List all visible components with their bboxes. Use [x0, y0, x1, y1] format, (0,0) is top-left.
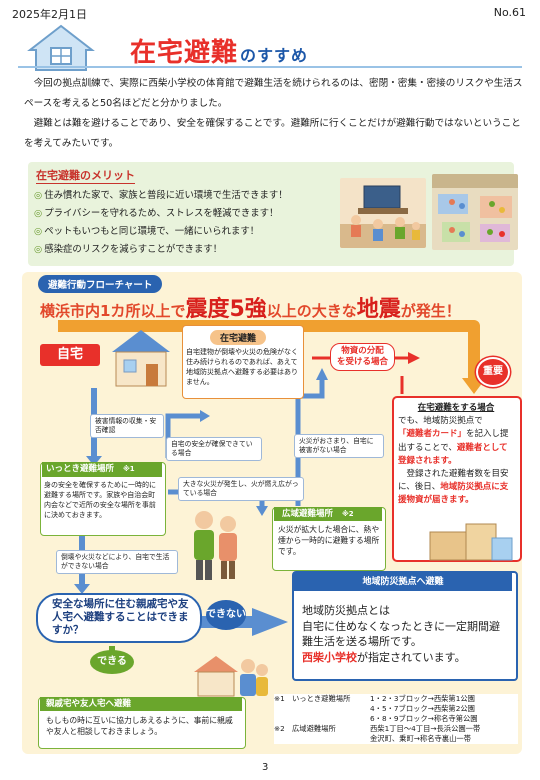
relative-home-title: 親戚宅や友人宅へ避難: [40, 697, 242, 711]
temporary-evacuation-text: 身の安全を確保するために一時的に避難する場所です。家族や自治会町内会などで近所の…: [44, 481, 156, 519]
home-label: 自宅: [40, 344, 100, 366]
supply-badge: 物資の分配を受ける場合: [330, 343, 396, 371]
intro-text: 今回の拠点訓練で、実際に西柴小学校の体育館で避難生活を続けられるのは、密閉・密集…: [24, 74, 524, 154]
disaster-base-title: 地域防災拠点へ避難: [294, 573, 512, 591]
family-living-room-illustration: [340, 178, 426, 248]
note-info-gathering: 被害情報の収集・安否確認: [90, 414, 164, 438]
merit-item: 住み慣れた家で、家族と普段に近い環境で生活できます！: [34, 187, 287, 205]
note-fire-subsided: 火災がおさまり、自宅に被害がない場合: [294, 434, 384, 458]
temporary-evacuation-title: いっとき避難場所 ※1: [42, 462, 162, 477]
relative-question-box: [36, 593, 202, 643]
answer-no-badge: できない: [206, 600, 246, 630]
stay-home-text: 自宅建物が倒壊や火災の危険がなく住み続けられるのであれば、あえて地域防災拠点へ避…: [186, 348, 298, 386]
relatives-house-illustration: [194, 656, 268, 697]
earthquake-headline: 横浜市内1カ所以上で震度5強以上の大きな地震が発生！: [40, 297, 461, 322]
merit-item: 感染症のリスクを減らすことができます！: [34, 241, 288, 259]
answer-yes-badge: できる: [90, 650, 134, 674]
page-number: 3: [262, 762, 269, 773]
merit-title: 在宅避難のメリット: [36, 169, 135, 184]
footnote-row: 金沢町、乗町→称名寺裏山一帯: [370, 734, 471, 743]
relative-question-text: 安全な場所に住む親戚宅や友人宅へ避難することはできますか？: [52, 598, 189, 636]
intro-paragraph-2: 避難とは難を避けることであり、安全を確保することです。避難所に行くことだけが避難…: [24, 118, 521, 149]
crowded-gym-illustration: [432, 174, 518, 250]
stay-home-title: 在宅避難: [210, 330, 267, 345]
elderly-couple-illustration: [194, 511, 237, 580]
page-title: 在宅避難のすすめ: [130, 38, 309, 68]
merit-item: ペットもいつもと同じ環境で、一緒にいられます！: [34, 223, 288, 241]
important-badge: 重要: [476, 357, 510, 387]
supply-boxes-illustration: [429, 523, 513, 561]
note-cannot-live-home: 倒壊や火災などにより、自宅で生活ができない場合: [56, 550, 178, 574]
relative-home-text: もしもの時に互いに協力しあえるように、事前に親戚や友人と相談しておきましょう。: [46, 716, 233, 736]
footnote-row: 4・5・7ブロック→西柴第2公園: [370, 704, 475, 713]
merit-item: プライバシーを守れるため、ストレスを軽減できます！: [34, 205, 288, 223]
footnote-row: 6・8・9ブロック→称名寺第公園: [370, 714, 478, 723]
disaster-base-text: 地域防災拠点とは 自宅に住めなくなったときに一定期間避難生活を送る場所です。 西…: [302, 604, 500, 664]
stay-home-registration-text: 在宅避難をする場合 でも、地域防災拠点で 「避難者カード」を記入し提出することで…: [398, 403, 509, 506]
note-large-fire: 大きな火災が発生し、火が燃え広がっている場合: [178, 477, 304, 501]
home-house-icon: [112, 330, 170, 387]
note-home-safe: 自宅の安全が確保できている場合: [166, 437, 262, 461]
intro-paragraph-1: 今回の拠点訓練で、実際に西柴小学校の体育館で避難生活を続けられるのは、密閉・密集…: [24, 78, 523, 109]
wide-area-evacuation-text: 火災が拡大した場合に、熱や煙から一時的に避難する場所です。: [278, 525, 380, 556]
issue-number: No.61: [493, 6, 526, 19]
issue-date: 2025年2月1日: [12, 8, 87, 21]
flowchart-label: 避難行動フローチャート: [38, 275, 163, 293]
house-icon: [27, 24, 95, 71]
merit-list: 住み慣れた家で、家族と普段に近い環境で生活できます！ プライバシーを守れるため、…: [34, 187, 288, 259]
wide-area-evacuation-title: 広域避難場所 ※2: [274, 507, 382, 521]
title-divider: [18, 66, 522, 68]
